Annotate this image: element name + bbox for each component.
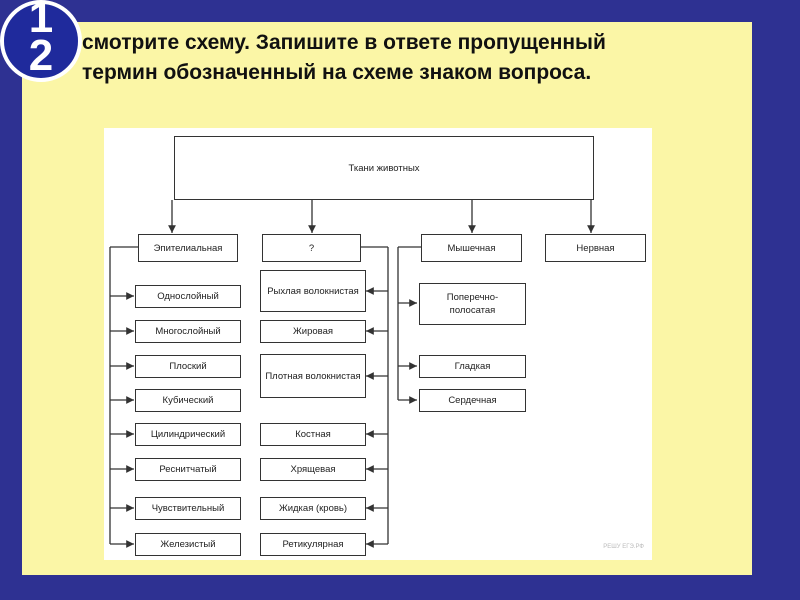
muscle-item: Поперечно-полосатая [419, 283, 526, 325]
question-line-1: смотрите схему. Запишите в ответе пропущ… [82, 31, 606, 54]
connective-item: Жировая [260, 320, 366, 343]
epithelial-item: Чувствительный [135, 497, 241, 520]
root-node: Ткани животных [174, 136, 594, 200]
epithelial-item: Однослойный [135, 285, 241, 308]
badge-digit-2: 2 [28, 31, 54, 80]
epithelial-item: Железистый [135, 533, 241, 556]
connective-item: Плотная волокнистая [260, 354, 366, 398]
connective-item: Хрящевая [260, 458, 366, 481]
question-number-badge: 1 2 [0, 0, 82, 82]
epithelial-item: Реснитчатый [135, 458, 241, 481]
muscle-item: Сердечная [419, 389, 526, 412]
badge-digit-1: 1 [28, 0, 54, 42]
muscle-item: Гладкая [419, 355, 526, 378]
epithelial-item: Плоский [135, 355, 241, 378]
category-epithelial: Эпителиальная [138, 234, 238, 262]
connective-item: Рыхлая волокнистая [260, 270, 366, 312]
diagram-connectors [109, 200, 595, 548]
epithelial-item: Цилиндрический [135, 423, 241, 446]
category-unknown: ? [262, 234, 361, 262]
connective-item: Костная [260, 423, 366, 446]
question-text: смотрите схему. Запишите в ответе пропущ… [82, 28, 752, 88]
tissue-diagram: Ткани животных Эпителиальная ? Мышечная … [104, 128, 652, 560]
connective-item: Ретикулярная [260, 533, 366, 556]
question-line-2: термин обозначенный на схеме знаком вопр… [82, 61, 592, 84]
category-nervous: Нервная [545, 234, 646, 262]
connective-item: Жидкая (кровь) [260, 497, 366, 520]
epithelial-item: Многослойный [135, 320, 241, 343]
watermark: РЕШУ ЕГЭ.РФ [603, 544, 644, 550]
category-muscle: Мышечная [421, 234, 522, 262]
epithelial-item: Кубический [135, 389, 241, 412]
